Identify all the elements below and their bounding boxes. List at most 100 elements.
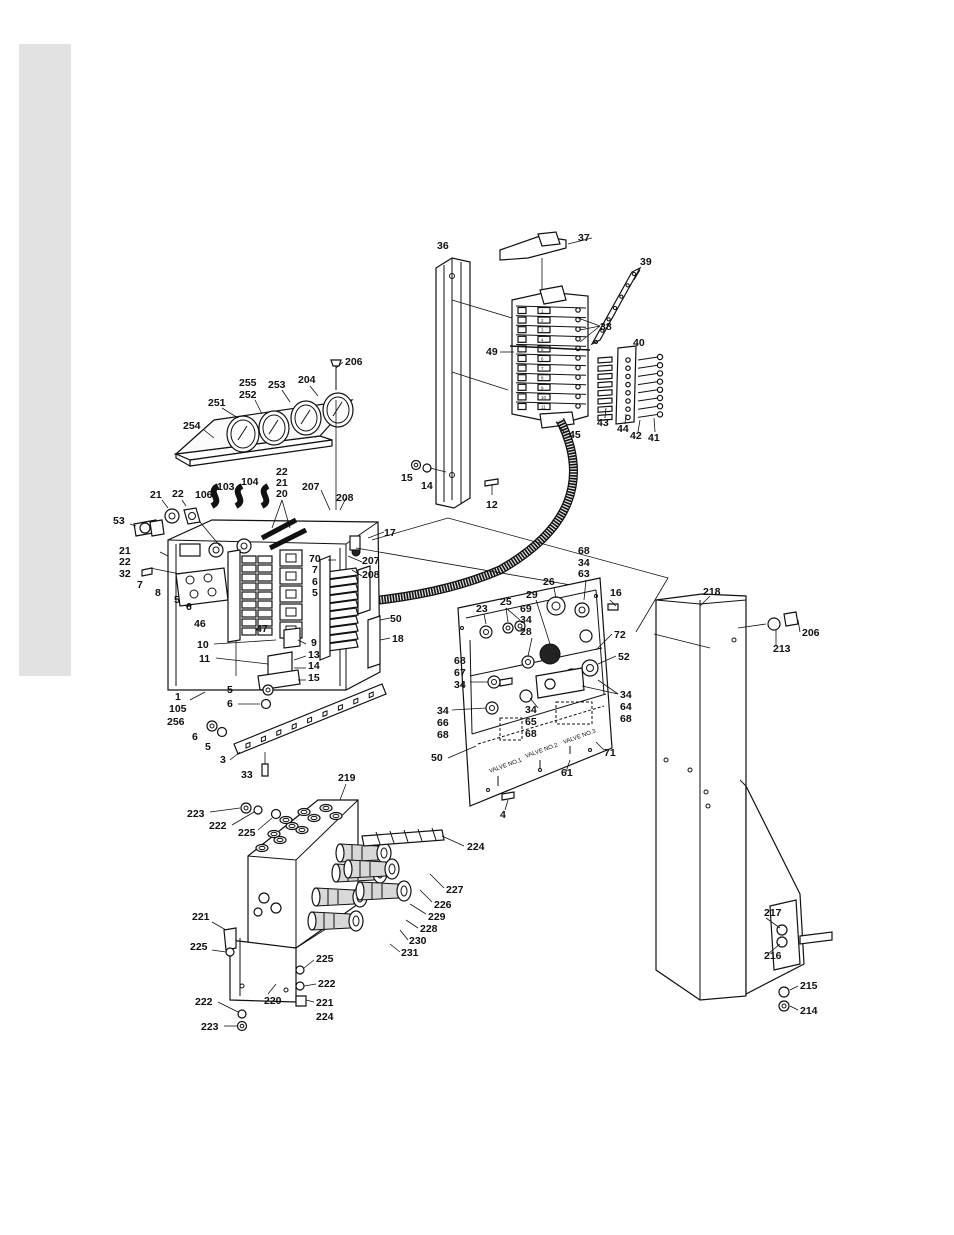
- terminal-number: 10: [541, 395, 547, 400]
- terminal-clamp: [517, 306, 527, 315]
- terminal-clamp: [241, 555, 257, 564]
- terminal-clamp: [241, 573, 257, 582]
- terminal-row-line: [515, 305, 587, 309]
- lock-washer: [625, 406, 631, 413]
- callout-255: 255: [239, 377, 257, 389]
- valve-spool-body: [339, 843, 379, 863]
- callout-71: 71: [604, 747, 616, 759]
- callout-21a: 21: [276, 477, 288, 489]
- terminal-number-plate: [537, 306, 551, 315]
- screw-shank: [637, 405, 659, 410]
- terminal-number: 11: [541, 405, 546, 410]
- callout-34f: 34: [525, 704, 537, 716]
- terminal-clamp: [257, 627, 273, 636]
- terminal-row-line: [515, 315, 587, 319]
- jumper-bar-hole: [625, 283, 630, 288]
- block-port: [279, 815, 293, 825]
- callout-254: 254: [183, 420, 201, 432]
- terminal-screw-head: [575, 364, 581, 371]
- callout-6d: 6: [192, 731, 198, 743]
- valve-spool-body: [311, 911, 351, 931]
- wire-lug: [597, 380, 613, 389]
- callout-11: 11: [199, 653, 210, 665]
- relay-window: [285, 553, 297, 563]
- valve-knob: [396, 880, 412, 902]
- block-port-bore: [310, 815, 318, 821]
- terminal-number: 6: [541, 357, 544, 362]
- block-port-bore: [282, 817, 290, 823]
- callout-220: 220: [264, 995, 282, 1007]
- lock-washer: [625, 373, 631, 380]
- screw-head: [656, 370, 664, 377]
- terminal-clamp: [517, 374, 527, 382]
- callout-34e: 34: [437, 705, 449, 717]
- terminal-number-plate: [537, 383, 551, 391]
- callout-53: 53: [113, 515, 125, 527]
- callout-61: 61: [561, 767, 573, 779]
- wire-lug: [597, 364, 613, 372]
- jumper-bar-hole: [612, 305, 618, 311]
- gauge-bezel: [290, 400, 322, 436]
- terminal-clamp: [257, 555, 273, 564]
- leader-lines: [129, 237, 801, 1027]
- control-panel: VALVE NO.1 VALVE NO.2 VALVE NO.3: [457, 577, 619, 807]
- screw-shank: [637, 364, 659, 369]
- terminal-screw-head: [575, 383, 581, 390]
- terminal-number-plate: [537, 335, 551, 343]
- jumper-bar-hole: [600, 328, 605, 333]
- callout-9: 9: [311, 637, 317, 649]
- callout-42: 42: [630, 430, 642, 442]
- callout-219: 219: [338, 772, 356, 784]
- strip-slot: [276, 729, 282, 737]
- valve-block-assembly: [223, 799, 445, 1032]
- callout-43: 43: [597, 417, 609, 429]
- block-port: [297, 807, 311, 817]
- strip-slot: [260, 735, 266, 743]
- callout-4: 4: [500, 809, 506, 821]
- gauge-dial: [262, 414, 286, 442]
- terminal-number-plate: [537, 393, 551, 401]
- lock-washer: [625, 365, 631, 372]
- block-port-bore: [276, 837, 284, 843]
- valve-knob: [384, 858, 400, 880]
- terminal-row-line: [515, 372, 587, 376]
- callout-68c: 68: [620, 713, 632, 725]
- callout-70: 70: [309, 553, 321, 565]
- callout-39: 39: [640, 256, 652, 268]
- callout-5d: 5: [205, 741, 211, 753]
- terminal-clamp: [241, 600, 257, 609]
- terminal-number-plate: [537, 316, 551, 324]
- callout-68e: 68: [525, 728, 537, 740]
- callout-230: 230: [409, 935, 427, 947]
- block-port-bore: [332, 813, 340, 819]
- terminal-clamp: [257, 591, 273, 600]
- callout-12: 12: [486, 499, 498, 511]
- terminal-number: 8: [541, 376, 544, 381]
- screw-head: [656, 353, 664, 361]
- block-side-port: [253, 907, 263, 917]
- gauge-dial: [326, 396, 350, 424]
- callout-16: 16: [610, 587, 622, 599]
- callout-215: 215: [800, 980, 818, 992]
- wire-lug: [597, 372, 613, 381]
- callout-223b: 223: [201, 1021, 219, 1033]
- terminal-number-plate: [537, 402, 551, 411]
- terminal-row-line: [515, 401, 587, 405]
- terminal-clamp: [241, 582, 257, 591]
- callout-251: 251: [208, 397, 226, 409]
- terminal-clamp: [517, 316, 527, 324]
- terminal-number-plate: [537, 354, 551, 363]
- lock-washer: [625, 414, 631, 421]
- callout-13: 13: [308, 649, 320, 661]
- strip-slot: [307, 716, 313, 724]
- terminal-clamp: [241, 591, 257, 600]
- callout-204: 204: [298, 374, 316, 386]
- callout-64: 64: [620, 701, 632, 713]
- jumper-bar-hole: [606, 317, 611, 322]
- callout-206b: 206: [802, 627, 820, 639]
- callout-66: 66: [437, 717, 449, 729]
- terminal-number-plate: [537, 374, 551, 382]
- callout-37: 37: [578, 232, 590, 244]
